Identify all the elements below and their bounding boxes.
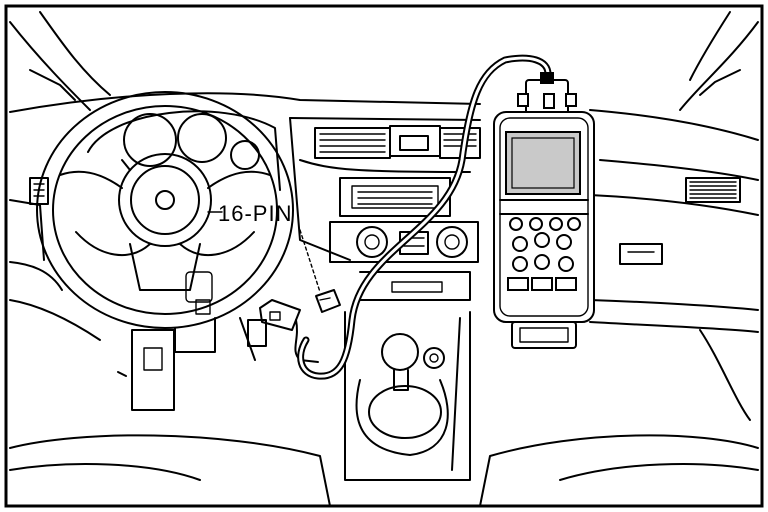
left-dash-side <box>9 177 101 341</box>
connector-label: 16-PIN <box>218 201 292 226</box>
connector-callout: 16-PIN <box>207 201 292 226</box>
steering-wheel <box>36 91 294 329</box>
diagnostic-cable <box>297 54 552 380</box>
steering-column-pedals <box>117 317 256 411</box>
dashboard-outline <box>9 92 759 333</box>
scan-tool-screen <box>505 131 581 195</box>
windshield-pillars <box>9 11 759 111</box>
frame-border <box>4 4 764 508</box>
center-console-shifter <box>344 311 471 481</box>
center-stack <box>314 125 481 301</box>
seats <box>9 434 759 507</box>
scan-tool <box>493 72 595 349</box>
glovebox-right-vent <box>619 177 751 421</box>
